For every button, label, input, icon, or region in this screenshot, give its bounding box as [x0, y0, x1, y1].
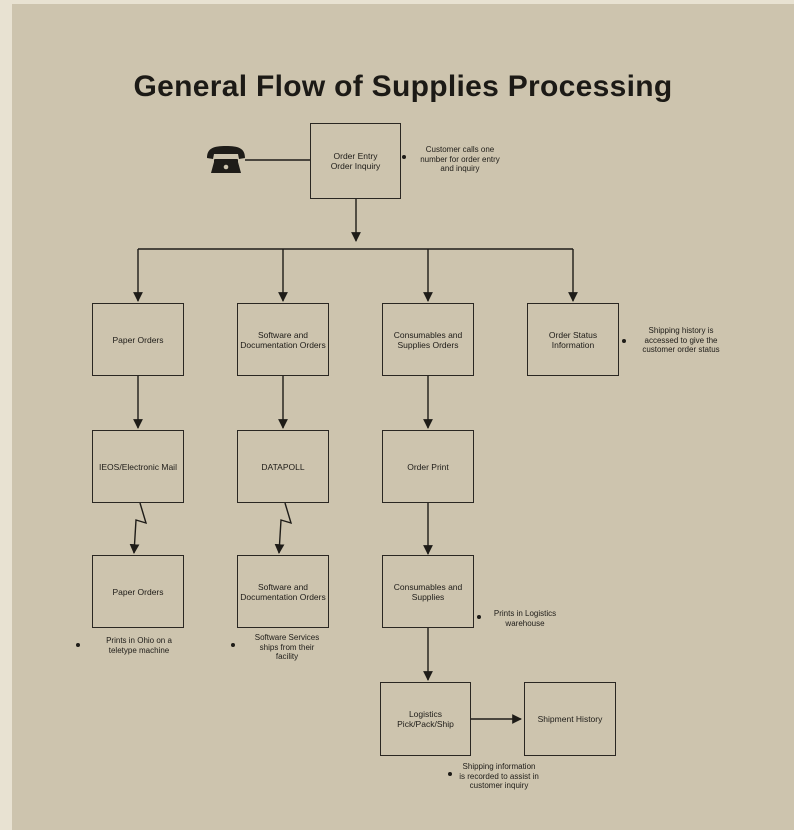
software-orders-box: Software and Documentation Orders — [237, 303, 329, 376]
datapoll-box: DATAPOLL — [237, 430, 329, 503]
note-bullet — [622, 339, 626, 343]
order-entry-box: Order Entry Order Inquiry — [310, 123, 401, 199]
lightning-datapoll-software — [274, 502, 293, 554]
consumables-orders-box: Consumables and Supplies Orders — [382, 303, 474, 376]
note-bullet — [231, 643, 235, 647]
shipment-history-box: Shipment History — [524, 682, 616, 756]
telephone-icon — [207, 146, 245, 173]
paper-orders-2-box: Paper Orders — [92, 555, 184, 628]
lightning-ieos-paper — [129, 502, 148, 554]
note-shipping-history: Shipping history is accessed to give the… — [642, 326, 720, 354]
page-title: General Flow of Supplies Processing — [133, 70, 673, 103]
order-status-box: Order Status Information — [527, 303, 619, 376]
consumables-supplies-box: Consumables and Supplies — [382, 555, 474, 628]
note-bullet — [76, 643, 80, 647]
note-software-services: Software Services ships from their facil… — [254, 633, 320, 661]
note-bullet — [402, 155, 406, 159]
note-prints-ohio: Prints in Ohio on a teletype machine — [106, 636, 172, 655]
note-bullet — [477, 615, 481, 619]
logistics-box: Logistics Pick/Pack/Ship — [380, 682, 471, 756]
note-customer-calls: Customer calls one number for order entr… — [420, 145, 500, 173]
order-print-box: Order Print — [382, 430, 474, 503]
paper-orders-box: Paper Orders — [92, 303, 184, 376]
note-prints-logistics: Prints in Logistics warehouse — [493, 609, 557, 628]
ieos-box: IEOS/Electronic Mail — [92, 430, 184, 503]
note-bullet — [448, 772, 452, 776]
software-orders-2-box: Software and Documentation Orders — [237, 555, 329, 628]
note-shipping-info: Shipping information is recorded to assi… — [459, 762, 539, 790]
